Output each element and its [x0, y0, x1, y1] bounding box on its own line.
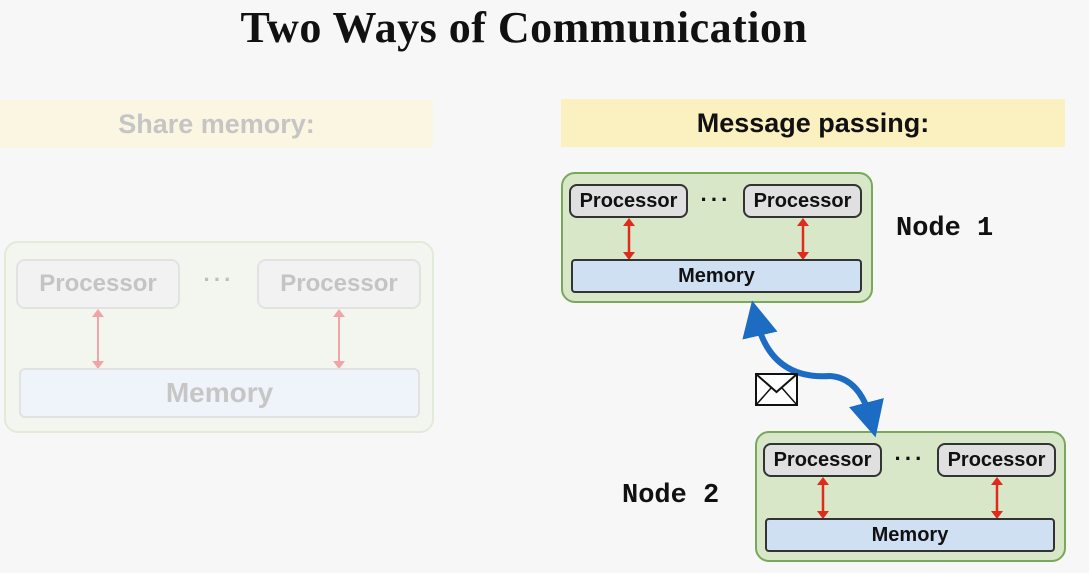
node-1-arrow-left	[623, 218, 635, 260]
node-1-ellipsis: ···	[700, 187, 732, 212]
envelope-icon	[755, 373, 798, 406]
message-passing-heading: Message passing:	[561, 99, 1065, 147]
node-2-memory: Memory	[765, 518, 1055, 552]
node-1-arrow-right	[797, 218, 809, 260]
node-2-label: Node 2	[622, 481, 720, 511]
node-1-label: Node 1	[896, 214, 994, 244]
shared-memory-node: Processor ··· Processor Memory	[4, 241, 434, 433]
shared-memory-box: Memory	[19, 368, 420, 418]
shared-arrow-left	[92, 309, 104, 369]
shared-ellipsis: ···	[203, 267, 235, 292]
node-2-arrow-left	[817, 477, 829, 519]
message-arrow	[742, 300, 884, 438]
slide-title: Two Ways of Communication	[240, 3, 808, 52]
shared-processor-left: Processor	[16, 259, 180, 309]
node-1-box: Processor ··· Processor Memory	[561, 172, 873, 303]
node-1-processor-right: Processor	[743, 184, 862, 218]
node-2-processor-left: Processor	[763, 443, 882, 477]
node-1-processor-left: Processor	[569, 184, 688, 218]
node-2-box: Processor ··· Processor Memory	[755, 431, 1066, 562]
shared-arrow-right	[333, 309, 345, 369]
node-2-arrow-right	[991, 477, 1003, 519]
node-2-ellipsis: ···	[894, 446, 926, 471]
shared-processor-right: Processor	[257, 259, 421, 309]
node-1-memory: Memory	[571, 259, 862, 293]
node-2-processor-right: Processor	[937, 443, 1056, 477]
shared-memory-heading: Share memory:	[0, 100, 433, 148]
